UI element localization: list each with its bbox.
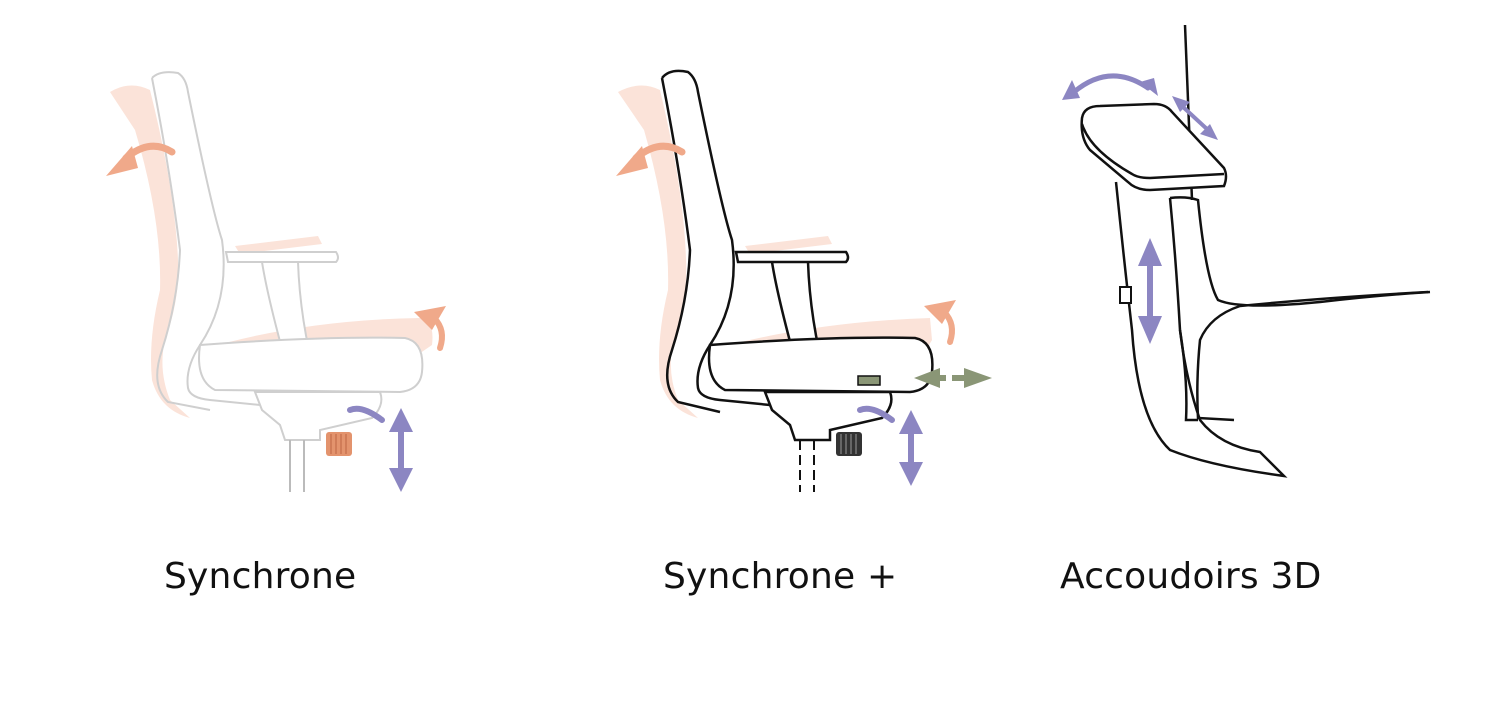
- seat-tilt-arrow-icon: [924, 300, 956, 345]
- tension-knob: [836, 432, 862, 456]
- recline-arrow-icon: [616, 142, 686, 176]
- tension-knob: [326, 432, 352, 456]
- caption-synchrone: Synchrone: [164, 556, 357, 597]
- seat-depth-arrow-icon: [914, 368, 992, 388]
- backrest-shadow: [618, 85, 698, 419]
- armrest-pad: [1080, 102, 1228, 192]
- height-arrow-icon: [389, 408, 413, 492]
- backrest: [151, 71, 261, 406]
- armrest-slide-arrow-icon: [1172, 96, 1218, 140]
- caption-accoudoirs-3d: Accoudoirs 3D: [1060, 556, 1322, 597]
- mechanism: [763, 390, 893, 442]
- panel-synchrone: Synchrone: [0, 0, 500, 709]
- armrest-height-arrow-icon: [1138, 238, 1162, 344]
- synchrone-chair-illustration: [106, 71, 446, 492]
- arm-shadow: [235, 236, 322, 254]
- armrest-post: [1114, 181, 1288, 478]
- recline-arrow-icon: [106, 142, 176, 176]
- mechanism: [253, 391, 383, 441]
- seat: [707, 336, 934, 394]
- seat: [198, 336, 424, 394]
- panel-synchrone-plus: Synchrone +: [500, 0, 1020, 709]
- panel-accoudoirs-3d: Accoudoirs 3D: [1020, 0, 1500, 709]
- synchrone-plus-chair-illustration: [616, 69, 992, 492]
- height-button: [1119, 286, 1132, 304]
- height-arrow-icon: [899, 410, 923, 486]
- armrest-3d-illustration: [1062, 24, 1431, 478]
- caption-synchrone-plus: Synchrone +: [663, 556, 898, 597]
- seat-tilt-arrow-icon: [414, 306, 446, 351]
- backrest: [661, 69, 771, 407]
- backrest-shadow: [110, 85, 190, 419]
- seat-depth-lever: [857, 375, 881, 386]
- armrest-rotation-arrow-icon: [1062, 73, 1158, 100]
